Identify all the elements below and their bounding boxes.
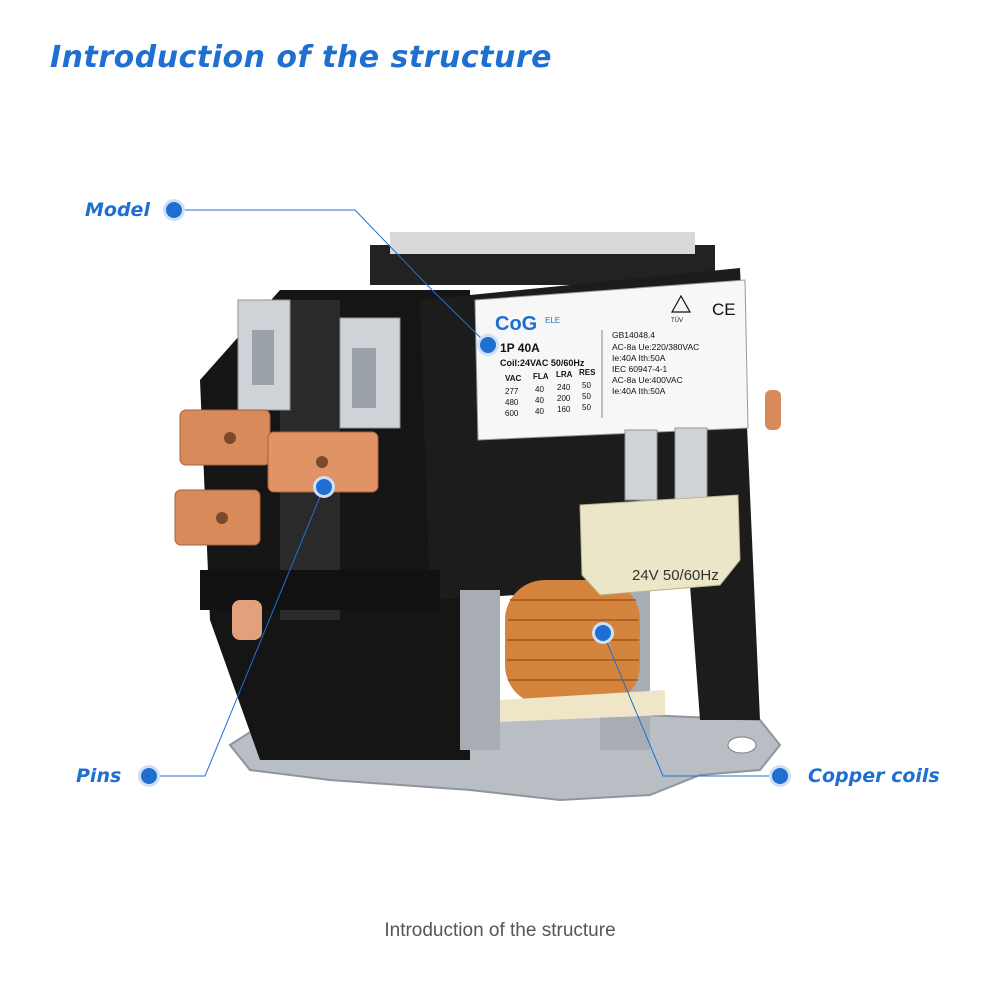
callout-coils-dot-icon <box>772 768 788 784</box>
table-cell: 240 <box>557 383 571 392</box>
brand-logo: CoG <box>495 313 537 335</box>
table-cell: 200 <box>557 394 571 403</box>
table-cell: 600 <box>505 409 519 418</box>
callout-model-label: Model <box>85 199 150 221</box>
table-cell: 480 <box>505 398 519 407</box>
table-cell: 40 <box>535 385 544 394</box>
pins-callout-line <box>160 486 325 777</box>
tuv-mark: TÜV <box>671 317 683 324</box>
callout-pins-label: Pins <box>76 765 122 787</box>
callout-model-dot-icon <box>166 202 182 218</box>
coil-rating-text: Coil:24VAC 50/60Hz <box>500 358 585 368</box>
standard-line: AC-8a Ue:400VAC <box>612 375 683 385</box>
model-target-dot-icon <box>480 337 496 353</box>
standard-line: Ie:40A Ith:50A <box>612 353 666 363</box>
table-cell: 40 <box>535 407 544 416</box>
table-header-res: RES <box>579 368 596 377</box>
terminal-screws <box>237 299 401 429</box>
tuv-triangle-icon <box>670 294 692 313</box>
copper-pins <box>174 390 781 640</box>
standards-text: GB14048.4 AC-8a Ue:220/380VAC Ie:40A Ith… <box>612 330 699 396</box>
coil-voltage-label: 24V 50/60Hz <box>632 567 719 584</box>
model-callout-line <box>182 209 489 346</box>
callout-pins-dot-icon <box>141 768 157 784</box>
table-header-lra: LRA <box>556 370 573 379</box>
callout-coils-label: Copper coils <box>808 765 940 787</box>
ce-mark: CE <box>712 300 736 319</box>
standard-line: GB14048.4 <box>612 330 655 340</box>
table-cell: 50 <box>582 403 591 412</box>
table-header-fla: FLA <box>533 372 549 381</box>
standard-line: Ie:40A Ith:50A <box>612 386 666 396</box>
brand-sub: ELE <box>545 316 560 325</box>
pins-target-dot-icon <box>316 479 332 495</box>
coils-target-dot-icon <box>595 625 611 641</box>
standard-line: IEC 60947-4-1 <box>612 364 668 374</box>
callout-lines <box>160 209 772 777</box>
rating-label: CoG ELE 1P 40A Coil:24VAC 50/60Hz VAC FL… <box>474 279 749 441</box>
page-caption: Introduction of the structure <box>384 920 616 941</box>
coil-assembly: 24V 50/60Hz <box>460 427 741 750</box>
rating-text: 1P 40A <box>500 341 540 355</box>
table-cell: 40 <box>535 396 544 405</box>
coil-windings <box>507 599 639 681</box>
table-header-vac: VAC <box>505 374 522 383</box>
table-cell: 277 <box>505 387 519 396</box>
coils-callout-line <box>602 632 772 777</box>
page-headline: Introduction of the structure <box>50 40 552 75</box>
table-cell: 50 <box>582 392 591 401</box>
rating-table: VAC FLA LRA RES 277 40 240 50 480 40 200… <box>505 368 596 418</box>
table-cell: 160 <box>557 405 571 414</box>
table-cell: 50 <box>582 381 591 390</box>
standard-line: AC-8a Ue:220/380VAC <box>612 342 699 352</box>
